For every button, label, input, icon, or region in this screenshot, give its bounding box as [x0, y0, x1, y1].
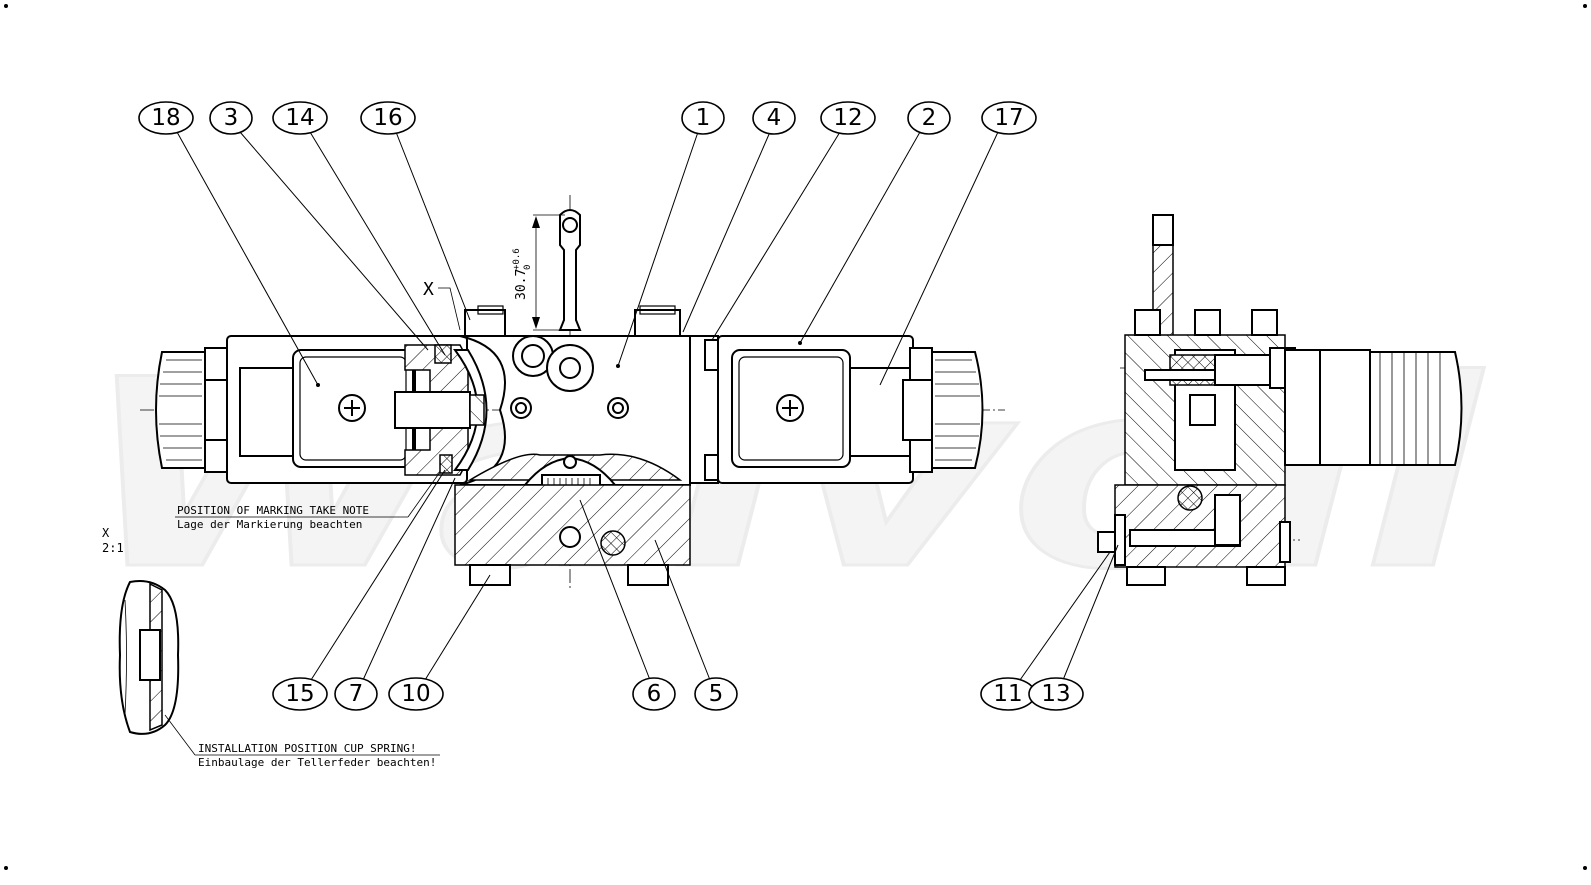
balloon-3: 3: [209, 101, 253, 135]
left-ring-nut: [155, 347, 236, 473]
balloon-7-label: 7: [349, 681, 364, 707]
balloon-18-label: 18: [151, 105, 180, 131]
balloon-16-label: 16: [373, 105, 402, 131]
right-coil: [689, 335, 914, 484]
dimension-tol-lower: 0: [523, 265, 533, 270]
balloon-2-label: 2: [922, 105, 937, 131]
balloon-17: 17: [981, 101, 1037, 135]
notes: POSITION OF MARKING TAKE NOTE Lage der M…: [164, 471, 441, 769]
balloon-14-label: 14: [285, 105, 314, 131]
balloon-12-label: 12: [833, 105, 862, 131]
balloon-6-label: 6: [647, 681, 662, 707]
balloon-18: 18: [138, 101, 194, 135]
note-marking-de: Lage der Markierung beachten: [177, 518, 362, 531]
note-cup-spring-de: Einbaulage der Tellerfeder beachten!: [198, 756, 436, 769]
note-marking-en: POSITION OF MARKING TAKE NOTE: [177, 504, 369, 517]
detail-scale: 2:1: [102, 541, 124, 555]
sheet-corner-marks: [4, 4, 1587, 870]
balloon-10-label: 10: [401, 681, 430, 707]
balloons: 18 3 14 16 1 4 12 2 17 15 7 10 6 5 11 13: [138, 101, 1084, 711]
balloon-15-label: 15: [285, 681, 314, 707]
detail-marker-x: X: [423, 279, 434, 300]
balloon-15: 15: [272, 677, 328, 711]
leader-lines: [176, 131, 1119, 681]
balloon-12: 12: [820, 101, 876, 135]
left-armature-section: [394, 344, 488, 476]
side-view: [1097, 214, 1463, 586]
balloon-5-label: 5: [709, 681, 724, 707]
balloon-14: 14: [272, 101, 328, 135]
balloon-4: 4: [752, 101, 796, 135]
balloon-3-label: 3: [224, 105, 239, 131]
left-coil: [226, 335, 468, 484]
detail-x-view: X 2:1: [102, 526, 180, 735]
balloon-2: 2: [907, 101, 951, 135]
balloon-7: 7: [334, 677, 378, 711]
balloon-16: 16: [360, 101, 416, 135]
balloon-6: 6: [632, 677, 676, 711]
balloon-11: 11: [980, 677, 1036, 711]
balloon-1: 1: [681, 101, 725, 135]
balloon-10: 10: [388, 677, 444, 711]
right-ring-nut: [902, 347, 984, 473]
balloon-13-label: 13: [1041, 681, 1070, 707]
balloon-17-label: 17: [994, 105, 1023, 131]
balloon-5: 5: [694, 677, 738, 711]
front-view: 30.7 +0.6 0 X: [140, 195, 1005, 590]
lever-dimension: 30.7 +0.6 0: [512, 214, 565, 331]
balloon-13: 13: [1028, 677, 1084, 711]
dimension-value: 30.7: [514, 269, 529, 300]
dimension-tol-upper: +0.6: [512, 248, 522, 270]
balloon-11-label: 11: [993, 681, 1022, 707]
detail-label: X: [102, 526, 110, 540]
balloon-1-label: 1: [696, 105, 711, 131]
balloon-4-label: 4: [767, 105, 782, 131]
note-cup-spring-en: INSTALLATION POSITION CUP SPRING!: [198, 742, 417, 755]
detail-marker: X: [423, 279, 461, 331]
